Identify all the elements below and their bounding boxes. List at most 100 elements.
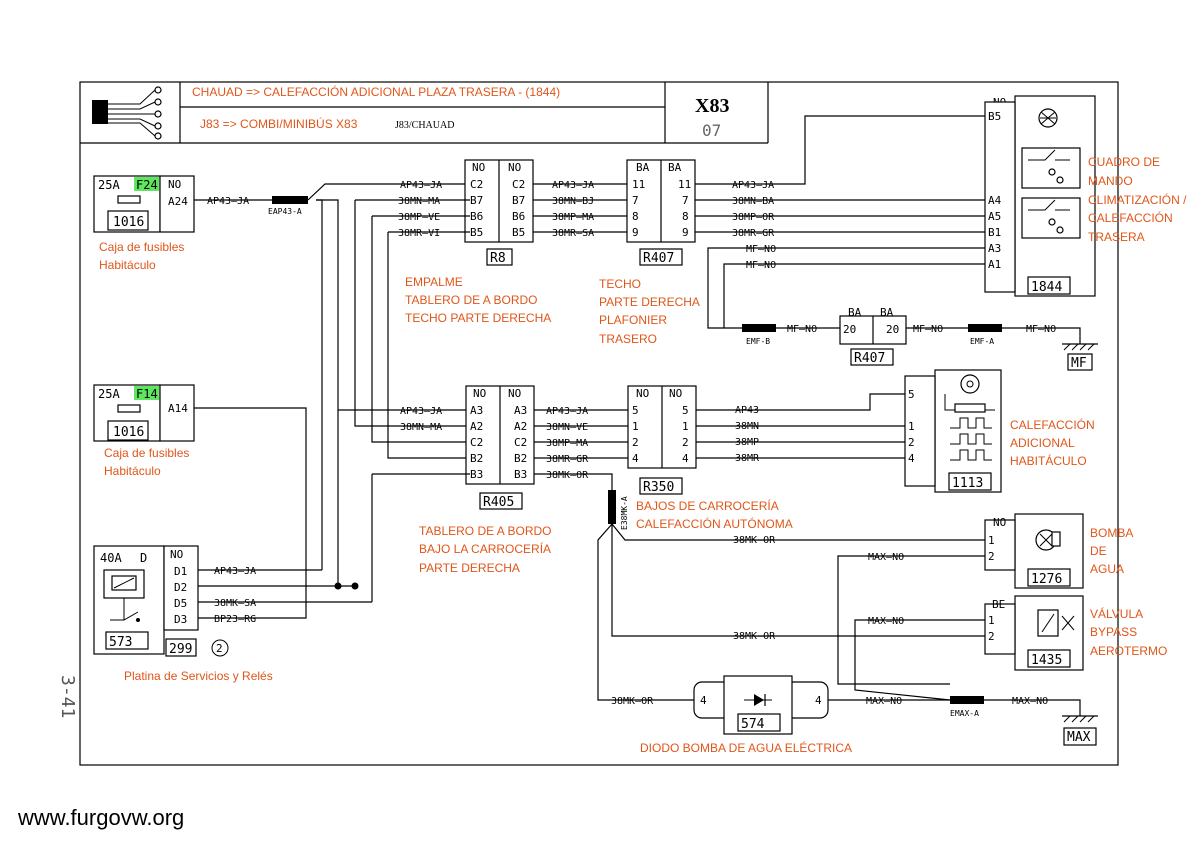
svg-text:B2: B2 xyxy=(470,452,483,465)
svg-text:TRASERA: TRASERA xyxy=(1088,230,1145,244)
svg-text:MF: MF xyxy=(1071,356,1087,371)
relay-icon xyxy=(103,569,145,622)
svg-text:BA: BA xyxy=(668,161,682,174)
svg-text:PARTE DERECHA: PARTE DERECHA xyxy=(599,295,700,309)
svg-text:TABLERO DE A BORDO: TABLERO DE A BORDO xyxy=(405,293,537,307)
svg-text:Platina de Servicios y Relés: Platina de Servicios y Relés xyxy=(124,669,273,683)
splice-eap43a xyxy=(272,196,308,204)
splice-e38mka xyxy=(608,490,616,524)
svg-text:5: 5 xyxy=(632,404,639,417)
svg-text:38MR—SA: 38MR—SA xyxy=(552,228,594,239)
svg-text:MAX—NO: MAX—NO xyxy=(1012,696,1048,707)
svg-text:PLAFONIER: PLAFONIER xyxy=(599,313,667,327)
svg-text:NO: NO xyxy=(473,387,486,400)
svg-text:Caja de fusibles: Caja de fusibles xyxy=(104,446,189,460)
svg-text:38MK—OR: 38MK—OR xyxy=(546,470,589,481)
switch-icon xyxy=(1021,147,1081,239)
svg-text:MAX—NO: MAX—NO xyxy=(866,696,902,707)
svg-text:AP43—JA: AP43—JA xyxy=(400,406,442,417)
svg-text:E38MK-A: E38MK-A xyxy=(620,496,629,530)
svg-text:5: 5 xyxy=(682,404,689,417)
svg-text:MF—NO: MF—NO xyxy=(1026,324,1056,335)
svg-text:B6: B6 xyxy=(470,210,483,223)
svg-text:MF—NO: MF—NO xyxy=(913,324,943,335)
svg-text:1016: 1016 xyxy=(113,425,144,440)
svg-text:38MR—VI: 38MR—VI xyxy=(398,228,440,239)
svg-text:38MK—SA: 38MK—SA xyxy=(214,598,256,609)
svg-text:1: 1 xyxy=(988,534,995,547)
svg-text:D5: D5 xyxy=(174,597,187,610)
svg-text:1435: 1435 xyxy=(1031,653,1062,668)
svg-text:2: 2 xyxy=(988,630,995,643)
svg-text:MF—NO: MF—NO xyxy=(746,244,776,255)
svg-text:8: 8 xyxy=(682,210,689,223)
fuse-box-f14: 25A F14 1016 xyxy=(93,384,161,442)
svg-text:B6: B6 xyxy=(512,210,525,223)
svg-text:A5: A5 xyxy=(988,210,1001,223)
connector-logo-icon xyxy=(92,86,162,140)
svg-text:2: 2 xyxy=(216,642,223,655)
svg-text:MAX—NO: MAX—NO xyxy=(868,616,904,627)
valve-icon xyxy=(1037,609,1075,637)
svg-text:C2: C2 xyxy=(470,436,483,449)
svg-text:B5: B5 xyxy=(512,226,525,239)
ground-icon xyxy=(1062,343,1098,351)
svg-text:2: 2 xyxy=(988,550,995,563)
svg-text:20: 20 xyxy=(843,323,856,336)
svg-text:7: 7 xyxy=(682,194,689,207)
svg-text:NO: NO xyxy=(170,548,183,561)
svg-text:A14: A14 xyxy=(168,402,188,415)
svg-text:R405: R405 xyxy=(483,495,514,510)
svg-text:MAX—NO: MAX—NO xyxy=(868,552,904,563)
svg-text:38MP—VE: 38MP—VE xyxy=(398,212,440,223)
lamp-icon xyxy=(1038,108,1058,128)
svg-text:NO: NO xyxy=(669,387,682,400)
svg-text:Habitáculo: Habitáculo xyxy=(99,258,156,272)
svg-text:MF—NO: MF—NO xyxy=(787,324,817,335)
svg-text:BP23—RG: BP23—RG xyxy=(214,614,256,625)
svg-text:299: 299 xyxy=(169,642,192,657)
website-watermark: www.furgovw.org xyxy=(18,805,185,830)
sheet-number: 07 xyxy=(702,121,721,140)
heater-icon xyxy=(950,403,992,461)
svg-text:TABLERO DE A BORDO: TABLERO DE A BORDO xyxy=(419,524,551,538)
svg-text:4: 4 xyxy=(632,452,639,465)
svg-text:A4: A4 xyxy=(988,194,1002,207)
svg-text:AP43—JA: AP43—JA xyxy=(207,196,249,207)
svg-text:B3: B3 xyxy=(470,468,483,481)
svg-text:CUADRO DE: CUADRO DE xyxy=(1088,155,1160,169)
svg-text:38MP—MA: 38MP—MA xyxy=(552,212,594,223)
svg-text:EMAX-A: EMAX-A xyxy=(950,709,979,718)
svg-text:CALEFACCIÓN: CALEFACCIÓN xyxy=(1088,210,1173,225)
svg-text:38MN: 38MN xyxy=(735,421,759,432)
svg-text:B5: B5 xyxy=(470,226,483,239)
svg-text:TECHO: TECHO xyxy=(599,277,641,291)
svg-text:1: 1 xyxy=(682,420,689,433)
splice-emfb xyxy=(742,324,776,332)
svg-text:B5: B5 xyxy=(988,110,1001,123)
svg-text:BA: BA xyxy=(848,306,862,319)
svg-text:AP43—JA: AP43—JA xyxy=(732,180,774,191)
svg-text:BYPASS: BYPASS xyxy=(1090,625,1137,639)
svg-text:25A: 25A xyxy=(98,178,120,192)
svg-text:TECHO PARTE DERECHA: TECHO PARTE DERECHA xyxy=(405,311,551,325)
fuse-icon xyxy=(117,195,141,204)
svg-text:2: 2 xyxy=(682,436,689,449)
svg-text:4: 4 xyxy=(815,694,822,707)
svg-text:PARTE DERECHA: PARTE DERECHA xyxy=(419,561,520,575)
svg-text:38MN—MA: 38MN—MA xyxy=(398,196,440,207)
svg-text:38MK—OR: 38MK—OR xyxy=(733,535,776,546)
svg-text:R407: R407 xyxy=(643,251,674,266)
model-code: X83 xyxy=(695,95,729,117)
svg-text:BAJOS DE CARROCERÍA: BAJOS DE CARROCERÍA xyxy=(636,498,779,513)
svg-text:B3: B3 xyxy=(514,468,527,481)
svg-text:1276: 1276 xyxy=(1031,572,1062,587)
svg-text:NO: NO xyxy=(508,387,521,400)
svg-text:D1: D1 xyxy=(174,565,187,578)
svg-text:38MP—MA: 38MP—MA xyxy=(546,438,588,449)
svg-text:2: 2 xyxy=(632,436,639,449)
svg-text:1: 1 xyxy=(908,420,915,433)
fan-icon xyxy=(944,374,995,411)
svg-text:C2: C2 xyxy=(470,178,483,191)
